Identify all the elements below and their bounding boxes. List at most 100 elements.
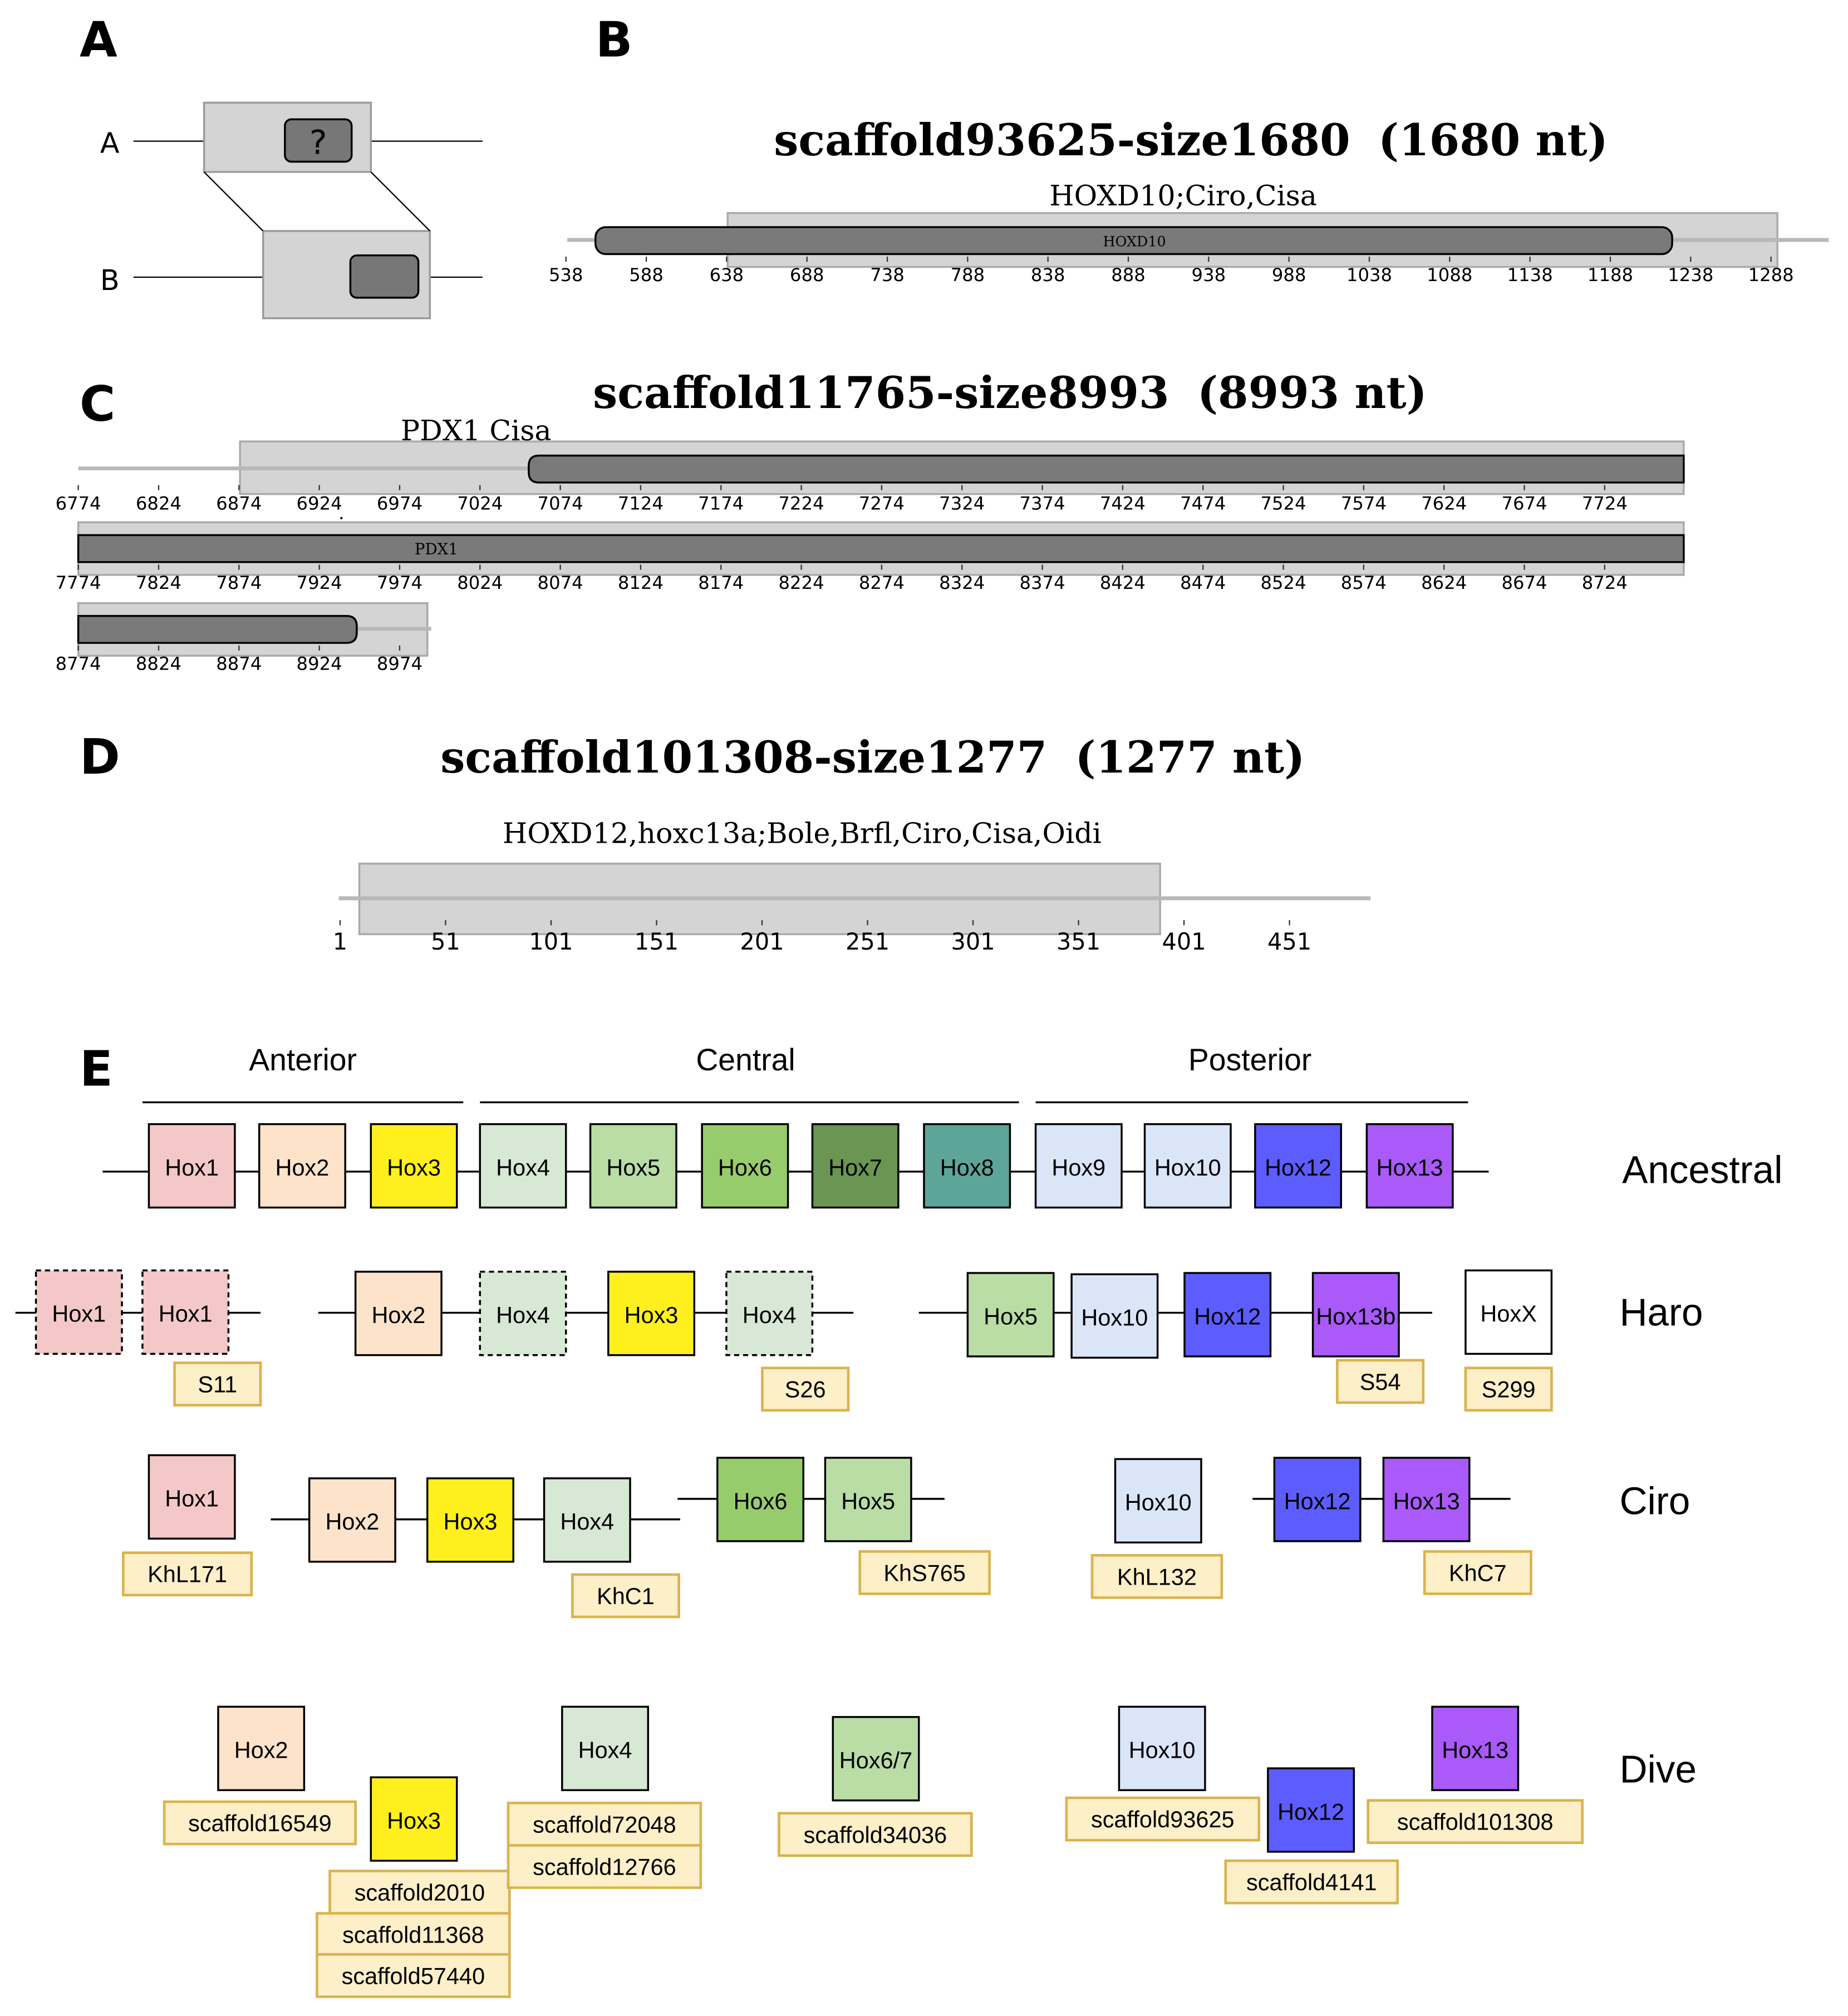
axis-tick-label: 101 bbox=[529, 928, 573, 955]
axis-tick-label: 451 bbox=[1267, 928, 1311, 955]
hox-box-hox13 bbox=[1382, 1457, 1471, 1542]
hox-box-hox3 bbox=[370, 1123, 458, 1209]
hox-box-label: Hox12 bbox=[1194, 1303, 1261, 1329]
axis-tick-label: 6924 bbox=[297, 493, 342, 514]
track-label-b: B bbox=[100, 264, 120, 297]
scaffold-label-box bbox=[1336, 1359, 1425, 1404]
axis-tick-label: 6874 bbox=[216, 493, 262, 514]
axis-tick-label: 351 bbox=[1056, 928, 1100, 955]
species-dive: Dive bbox=[1620, 1747, 1697, 1791]
scaffold-label-box bbox=[1464, 1366, 1553, 1412]
axis-tick-label: 738 bbox=[870, 264, 905, 286]
panel-c-gene-row3 bbox=[77, 614, 358, 644]
hox-box-hox4 bbox=[479, 1271, 567, 1356]
scaffold-label: scaffold34036 bbox=[804, 1822, 947, 1848]
scaffold-label: scaffold72048 bbox=[533, 1811, 676, 1837]
hox-box-label: Hox3 bbox=[625, 1302, 679, 1328]
hox-box-hox5 bbox=[966, 1272, 1055, 1358]
hox-box-hox2 bbox=[354, 1271, 443, 1356]
hox-box-hox1 bbox=[141, 1269, 230, 1355]
gene-b bbox=[349, 254, 420, 299]
panel-d-region-label: HOXD12,hoxc13a;Bole,Brfl,Ciro,Cisa,Oidi bbox=[503, 817, 1102, 850]
axis-tick-label: 7174 bbox=[698, 493, 744, 514]
hox-box-hox12 bbox=[1183, 1272, 1272, 1358]
hox-box-hox10 bbox=[1070, 1273, 1159, 1359]
axis-tick-label: 7324 bbox=[939, 493, 985, 514]
axis-tick-label: 7724 bbox=[1582, 493, 1628, 514]
scaffold-label-box bbox=[507, 1801, 702, 1847]
scaffold-label-box bbox=[571, 1573, 680, 1619]
axis-tick-label: 1038 bbox=[1346, 264, 1392, 286]
axis-tick-label: 788 bbox=[951, 264, 985, 286]
axis-tick-label: 7024 bbox=[457, 493, 503, 514]
hox-box-label: Hox2 bbox=[371, 1302, 425, 1328]
hox-box-label: Hox2 bbox=[276, 1154, 330, 1181]
axis-tick-label: 638 bbox=[710, 264, 744, 286]
hox-box-label: Hox13 bbox=[1442, 1737, 1508, 1763]
panel-d-scaffold: scaffold101308-size1277 (1277 nt) HOXD12… bbox=[333, 732, 1371, 955]
scaffold-label: scaffold93625 bbox=[1091, 1806, 1235, 1832]
scaffold-label-box bbox=[1423, 1550, 1532, 1595]
scaffold-label-box bbox=[316, 1953, 511, 1998]
hox-box-hox5 bbox=[589, 1123, 677, 1209]
hox-box-label: Hox3 bbox=[387, 1154, 441, 1181]
axis-tick-label: 1288 bbox=[1748, 264, 1794, 286]
axis-tick-label: 8724 bbox=[1582, 572, 1628, 593]
hox-box-label: Hox3 bbox=[444, 1508, 498, 1535]
species-ciro: Ciro bbox=[1620, 1479, 1690, 1523]
axis-tick-label: 1088 bbox=[1427, 264, 1472, 286]
panel-b-region-label: HOXD10;Ciro,Cisa bbox=[1049, 179, 1317, 212]
axis-tick-label: 151 bbox=[635, 928, 679, 955]
hox-box-label: Hox5 bbox=[606, 1154, 660, 1181]
hox-box-label: Hox10 bbox=[1129, 1737, 1196, 1763]
scaffold-label-box bbox=[858, 1550, 991, 1595]
scaffold-label-box bbox=[1065, 1796, 1261, 1842]
hox-box-label: Hox12 bbox=[1277, 1798, 1344, 1825]
panel-label-d: D bbox=[80, 729, 120, 785]
axis-tick-label: 8174 bbox=[698, 572, 744, 593]
hox-box-label: Hox8 bbox=[940, 1154, 994, 1181]
hox-box-label: Hox4 bbox=[578, 1737, 632, 1763]
scaffold-label-box bbox=[1224, 1859, 1399, 1905]
axis-tick-label: 938 bbox=[1192, 264, 1226, 286]
axis-tick-label: 7774 bbox=[56, 572, 101, 593]
group-posterior: Posterior bbox=[1188, 1043, 1311, 1077]
hox-box-hox10 bbox=[1118, 1705, 1206, 1791]
species-ancestral: Ancestral bbox=[1622, 1148, 1782, 1192]
hox-box-label: Hox10 bbox=[1125, 1489, 1192, 1516]
scaffold-label: KhC7 bbox=[1449, 1560, 1507, 1586]
panel-c-title-line: scaffold11765-size8993 (8993 nt) bbox=[593, 367, 1427, 419]
axis-tick-label: 8524 bbox=[1260, 572, 1306, 593]
hox-box-label: Hox1 bbox=[159, 1301, 213, 1327]
hox-box-hox4 bbox=[479, 1123, 567, 1209]
axis-tick-label: 888 bbox=[1111, 264, 1146, 286]
hox-box-hox1 bbox=[148, 1454, 236, 1540]
group-anterior: Anterior bbox=[249, 1043, 357, 1077]
panel-c-title-nt: (8993 nt) bbox=[1197, 367, 1427, 419]
scaffold-label: scaffold12766 bbox=[533, 1853, 676, 1880]
track-label-a: A bbox=[100, 126, 120, 159]
axis-tick-label: 7624 bbox=[1421, 493, 1467, 514]
axis-tick-label: 7374 bbox=[1020, 493, 1065, 514]
axis-tick-label: 688 bbox=[790, 264, 824, 286]
axis-tick-label: 1188 bbox=[1587, 264, 1633, 286]
axis-tick-label: 8674 bbox=[1501, 572, 1547, 593]
hox-box-hox12 bbox=[1254, 1123, 1343, 1209]
axis-tick-label: 51 bbox=[431, 928, 460, 955]
hox-box-hox6 bbox=[701, 1123, 789, 1209]
axis-tick-label: 201 bbox=[740, 928, 784, 955]
scaffold-label: S299 bbox=[1482, 1376, 1536, 1403]
scaffold-label: KhL132 bbox=[1117, 1563, 1197, 1590]
axis-tick-label: 8224 bbox=[779, 572, 824, 593]
scaffold-label-box bbox=[173, 1361, 262, 1407]
scaffold-label: scaffold16549 bbox=[188, 1810, 332, 1836]
group-central: Central bbox=[696, 1043, 795, 1077]
scaffold-label: KhS765 bbox=[883, 1560, 966, 1586]
hox-box-hox13 bbox=[1365, 1123, 1454, 1209]
hox-box-label: Hox1 bbox=[165, 1154, 219, 1181]
